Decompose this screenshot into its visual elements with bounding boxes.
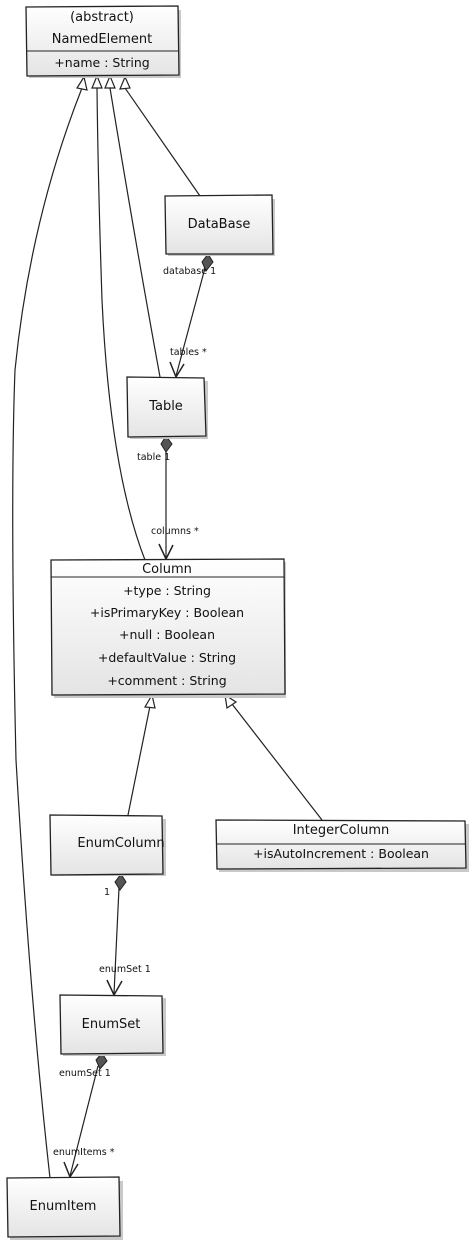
class-name: DataBase bbox=[188, 217, 251, 232]
attribute: +comment : String bbox=[107, 673, 226, 688]
inheritance-arrowhead-enumcolumn bbox=[144, 693, 156, 709]
inheritance-arrowhead-integercolumn bbox=[224, 693, 238, 710]
class-name: Table bbox=[148, 399, 183, 414]
generalization-database-namedelement bbox=[124, 87, 201, 197]
class-namedelement[interactable]: (abstract) NamedElement +name : String bbox=[25, 5, 181, 78]
inheritance-arrowhead-database bbox=[119, 75, 131, 90]
generalization-enumitem-namedelement bbox=[12, 87, 83, 1179]
attribute: +type : String bbox=[123, 583, 211, 598]
class-table[interactable]: Table bbox=[126, 376, 208, 439]
class-name: IntegerColumn bbox=[293, 823, 390, 838]
class-name: EnumSet bbox=[82, 1017, 141, 1032]
role-label-enumset: enumSet 1 bbox=[99, 964, 151, 975]
composition-diamond-enumset bbox=[95, 1052, 108, 1070]
attribute: +name : String bbox=[54, 55, 149, 70]
class-database[interactable]: DataBase bbox=[164, 194, 275, 256]
inheritance-arrowhead-enumitem bbox=[76, 75, 88, 91]
attribute: +null : Boolean bbox=[119, 627, 215, 642]
composition-diamond-enumcolumn bbox=[114, 873, 127, 891]
class-enumcolumn[interactable]: EnumColumn bbox=[49, 814, 166, 876]
composition-diamond-database bbox=[201, 253, 214, 272]
class-stereotype: (abstract) bbox=[70, 10, 134, 25]
role-label-tables: tables * bbox=[170, 347, 207, 358]
role-label-enumitems: enumItems * bbox=[53, 1147, 115, 1158]
attribute: +isPrimaryKey : Boolean bbox=[90, 605, 244, 620]
composition-diamond-table bbox=[160, 435, 173, 453]
composition-enumcolumn-enumset bbox=[113, 887, 120, 995]
class-name: EnumItem bbox=[30, 1199, 97, 1214]
role-label-enumset-owner: enumSet 1 bbox=[59, 1068, 111, 1079]
composition-enumset-enumitems bbox=[69, 1065, 99, 1177]
inheritance-arrowhead-table bbox=[104, 74, 116, 89]
attribute: +isAutoIncrement : Boolean bbox=[253, 846, 429, 861]
attribute: +defaultValue : String bbox=[98, 650, 236, 665]
role-label-database: database 1 bbox=[163, 266, 216, 277]
navigation-arrowhead-enumitems bbox=[63, 1161, 79, 1179]
class-column[interactable]: Column +type : String +isPrimaryKey : Bo… bbox=[50, 558, 286, 698]
class-name: EnumColumn bbox=[77, 836, 164, 851]
class-enumitem[interactable]: EnumItem bbox=[6, 1176, 123, 1240]
generalization-enumcolumn-column bbox=[127, 705, 151, 816]
generalization-integercolumn-column bbox=[231, 703, 323, 821]
class-name: Column bbox=[142, 562, 192, 577]
role-label-columns: columns * bbox=[151, 526, 199, 537]
class-enumset[interactable]: EnumSet bbox=[59, 994, 166, 1056]
navigation-arrowhead-tables bbox=[169, 361, 185, 379]
composition-database-tables bbox=[175, 267, 206, 377]
generalization-column-namedelement bbox=[96, 87, 146, 561]
role-label-enumcolumn-multiplicity: 1 bbox=[104, 887, 110, 898]
inheritance-arrowhead-column bbox=[91, 74, 103, 89]
generalization-table-namedelement bbox=[109, 87, 161, 378]
class-integercolumn[interactable]: IntegerColumn +isAutoIncrement : Boolean bbox=[215, 819, 469, 872]
role-label-table: table 1 bbox=[137, 452, 170, 463]
class-name: NamedElement bbox=[52, 32, 152, 47]
